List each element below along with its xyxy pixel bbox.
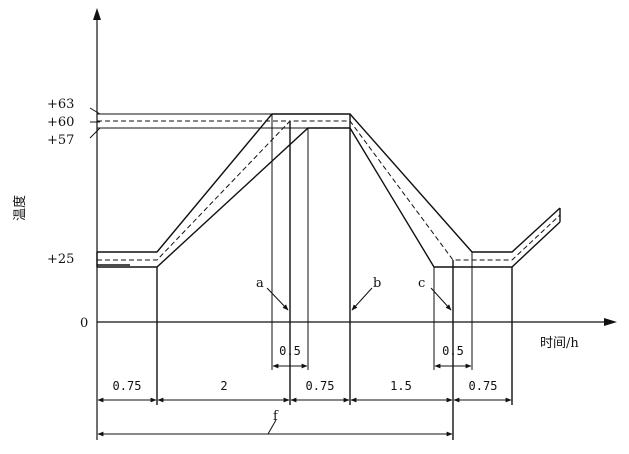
seg1-label: 0.75 [113,379,142,393]
seg2-label: 2 [220,379,227,393]
y-axis-label: 温度 [12,195,28,221]
hold1-label: 0.5 [279,344,301,358]
marker-b-label: b [373,276,381,291]
tick-leader-63 [89,107,101,115]
y-axis-arrowhead [93,8,101,20]
lower-envelope [97,127,561,268]
seg3-label: 0.75 [306,379,335,393]
y-tick-25: +25 [47,252,74,267]
marker-a-label: a [256,276,264,291]
marker-b-arrow [351,287,373,311]
tick-leader-57 [89,127,101,139]
marker-c-arrow [430,287,452,311]
seg5-label: 0.75 [469,379,498,393]
y-tick-0: 0 [80,316,88,331]
total-label: f [273,409,279,424]
marker-a-arrow [266,287,289,311]
x-axis-label: 时间/h [540,336,579,351]
center-profile [97,120,561,261]
seg4-label: 1.5 [390,379,412,393]
x-axis-arrowhead [604,318,617,326]
y-tick-57: +57 [47,133,74,148]
total-leader [267,419,277,435]
upper-envelope [97,113,561,253]
marker-c-label: c [418,276,425,291]
hold2-label: 0.5 [442,344,464,358]
y-tick-63: +63 [47,97,74,112]
y-tick-60: +60 [47,115,74,130]
